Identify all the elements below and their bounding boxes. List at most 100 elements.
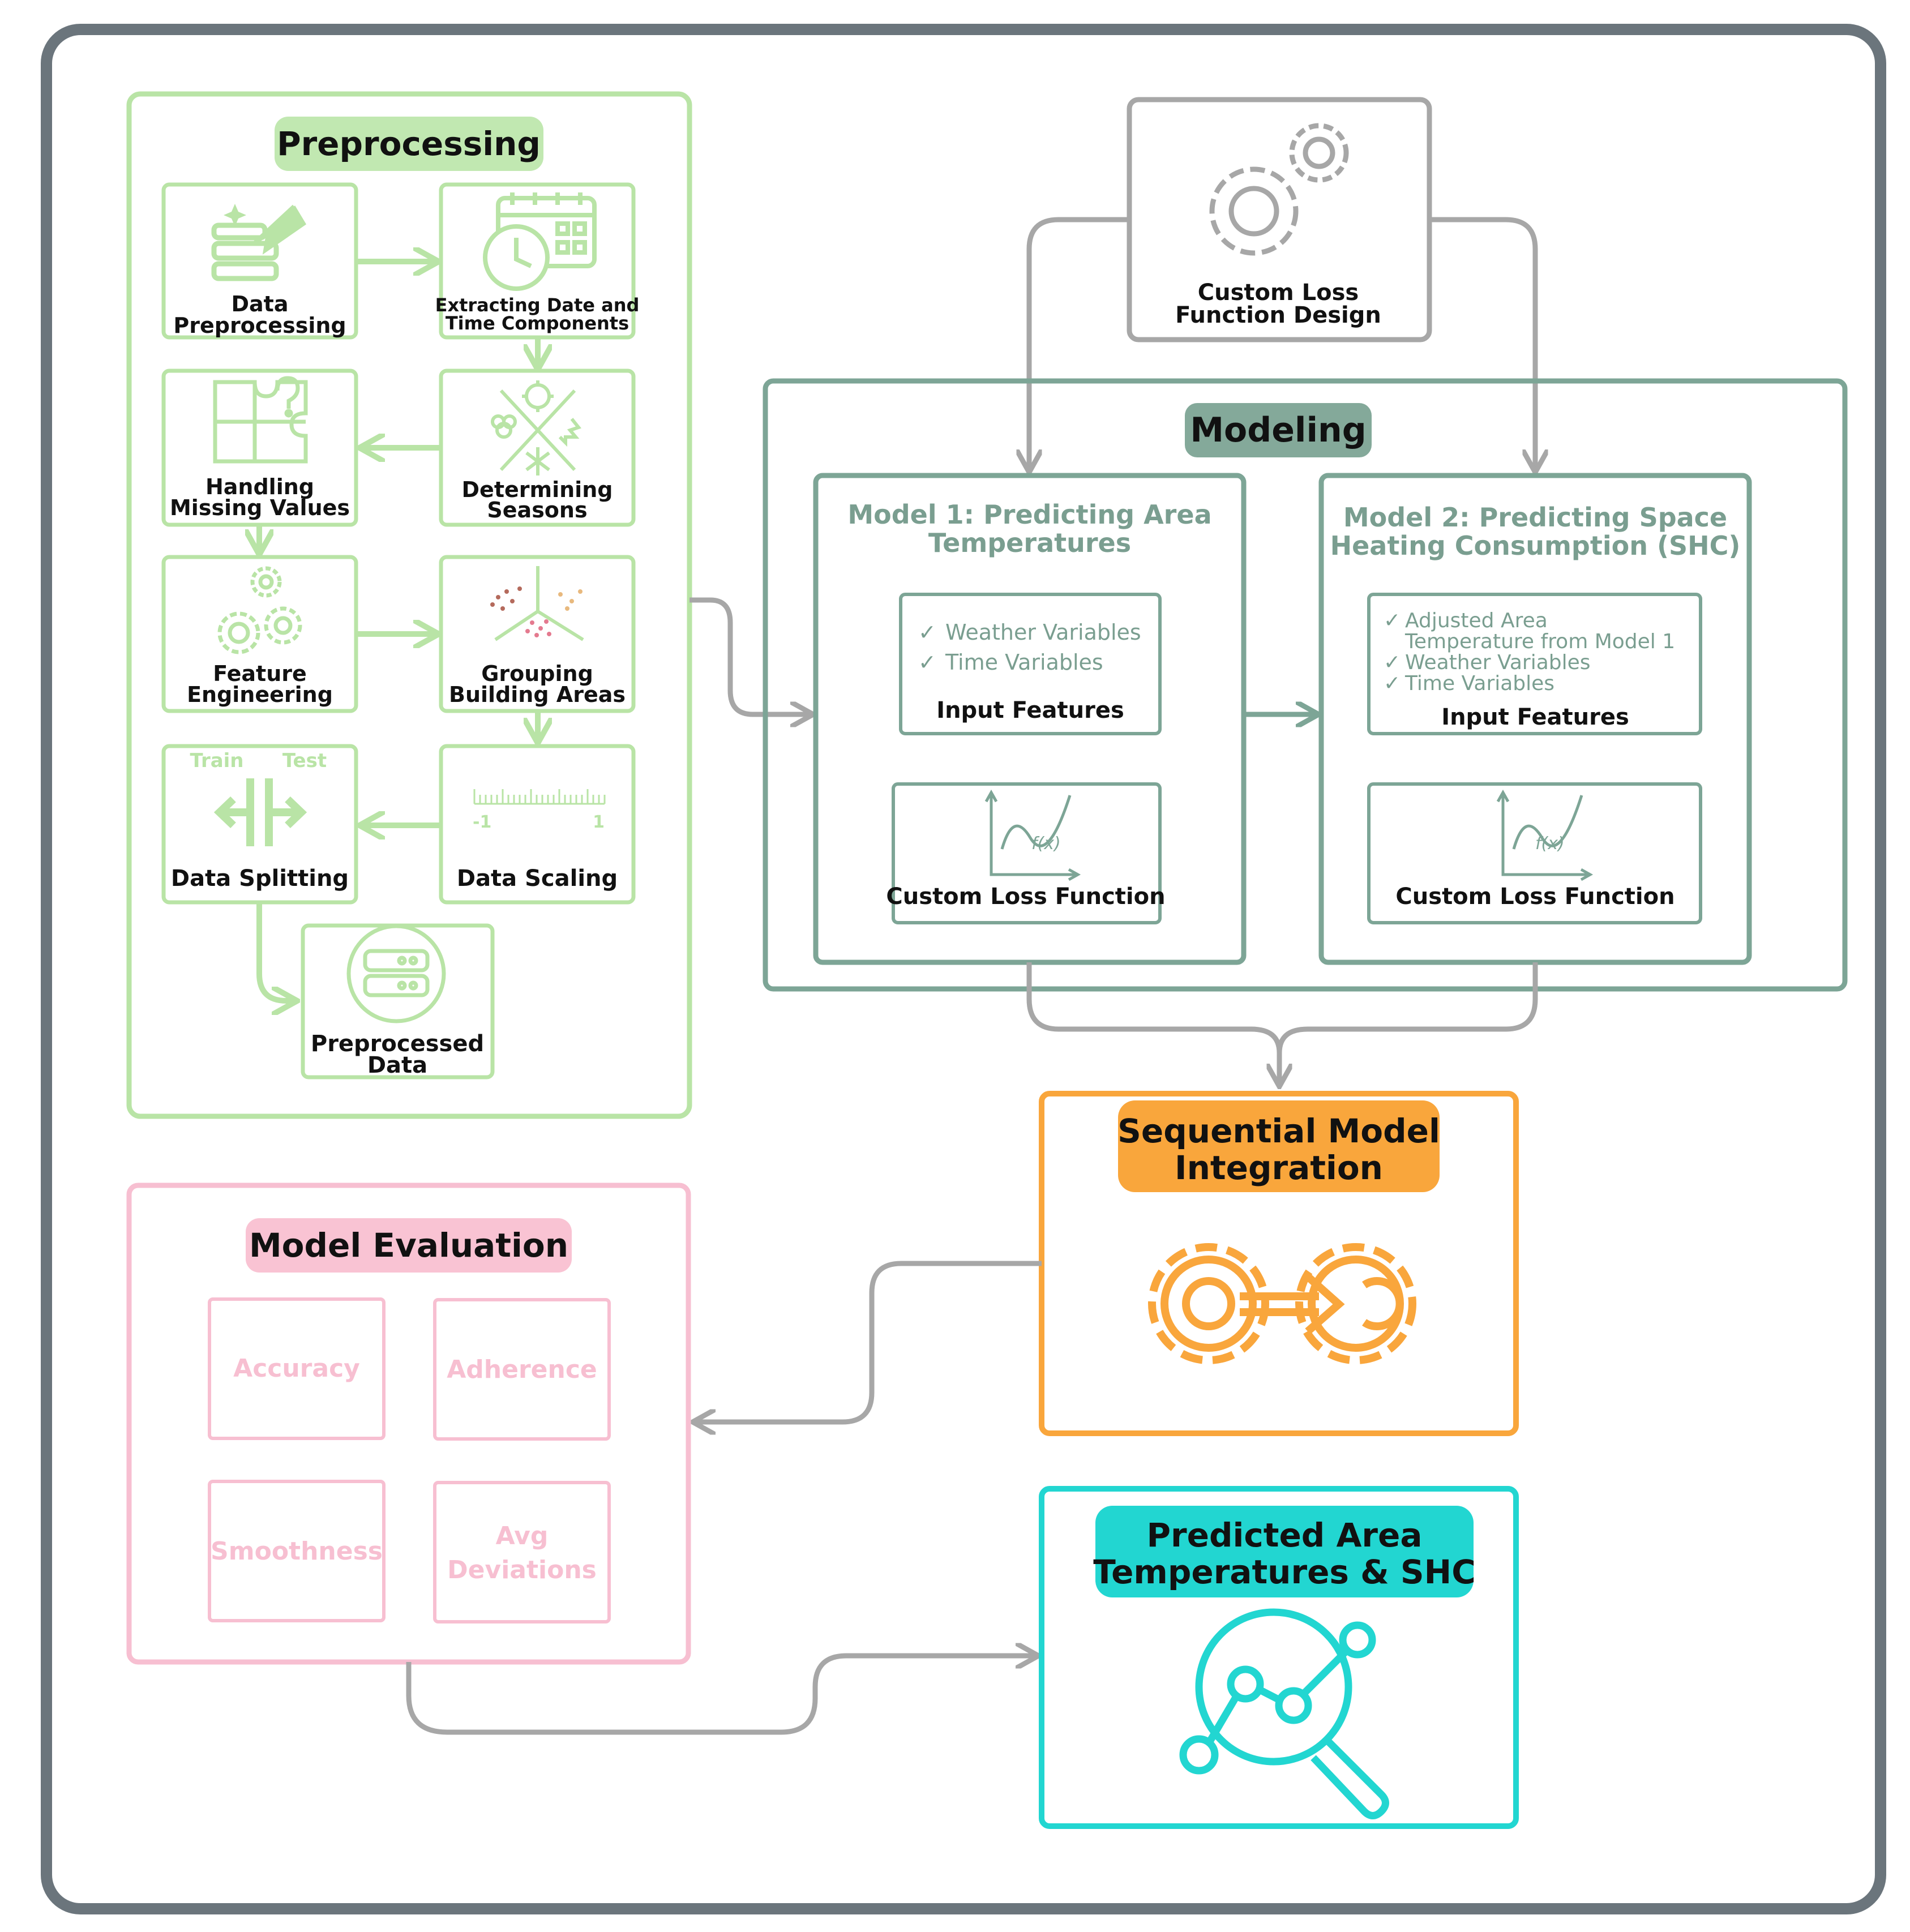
cleaning-brush-icon <box>211 204 307 281</box>
step-feature-line1: Feature <box>213 661 307 686</box>
metric-adherence-label: Adherence <box>447 1355 597 1384</box>
model1-feature-2: Time Variables <box>945 650 1103 675</box>
split-test-label: Test <box>282 749 327 772</box>
gears-icon <box>217 566 302 654</box>
step-preprocessed-line1: Preprocessed <box>311 1031 484 1057</box>
arrow-loss-design-to-model2 <box>1429 217 1535 470</box>
step-handling-missing-values: Handling Missing Values <box>161 369 358 527</box>
puzzle-icon <box>213 376 308 464</box>
evaluation-title: Model Evaluation <box>249 1226 568 1265</box>
step-data-preprocessing-line1: Data <box>232 292 289 316</box>
model-evaluation-panel: Model Evaluation Accuracy Adherence Smoo… <box>126 1183 691 1665</box>
arrow-model1-to-sequential <box>1026 962 1279 1084</box>
step-extracting-line1: Extracting Date and <box>435 294 640 316</box>
function-graph-icon <box>984 789 1081 881</box>
step-extracting-line2: Time Components <box>446 312 629 334</box>
model1-check-1: ✓ <box>918 620 936 645</box>
model1-loss-label: Custom Loss Function <box>886 884 1165 910</box>
preprocessing-title-pill <box>275 117 543 171</box>
sequential-title-line1: Sequential Model <box>1117 1112 1440 1150</box>
predicted-title-line1: Predicted Area <box>1147 1516 1423 1554</box>
step-determining-seasons: Determining Seasons <box>439 369 636 527</box>
outer-frame <box>41 24 1886 1914</box>
sequential-title-line2: Integration <box>1175 1149 1383 1187</box>
step-data-splitting: Train Test Data Splitting <box>161 744 358 905</box>
custom-loss-design-box: Custom Loss Function Design <box>1127 97 1432 342</box>
model2-check-1: ✓ <box>1384 609 1401 632</box>
model2-fx-label: f(x) <box>1535 834 1565 854</box>
step-handling-line2: Missing Values <box>170 495 350 520</box>
predicted-title-line2: Temperatures & SHC <box>1093 1553 1476 1591</box>
analytics-magnifier-icon <box>1179 1608 1389 1819</box>
model2-feature-4: Time Variables <box>1404 672 1554 695</box>
clustering-icon <box>490 566 584 641</box>
model2-input-features-box <box>1367 593 1702 735</box>
step-scaling-label: Data Scaling <box>457 866 618 892</box>
model2-box: Model 2: Predicting Space Heating Consum… <box>1318 473 1752 965</box>
split-train-label: Train <box>190 749 243 772</box>
scale-max-label: 1 <box>593 812 605 832</box>
metric-accuracy-label: Accuracy <box>233 1354 360 1383</box>
modeling-title-pill <box>1185 403 1372 457</box>
model2-input-label: Input Features <box>1441 704 1629 730</box>
model1-box: Model 1: Predicting Area Temperatures ✓ … <box>813 473 1247 965</box>
database-icon <box>346 924 446 1023</box>
modeling-title: Modeling <box>1190 410 1366 450</box>
settings-gears-icon <box>1209 123 1349 256</box>
model2-loss-label: Custom Loss Function <box>1395 884 1675 910</box>
metric-smoothness-label: Smoothness <box>211 1537 383 1566</box>
metric-accuracy: Accuracy <box>208 1297 386 1440</box>
function-graph-icon <box>1496 789 1594 881</box>
step-seasons-line1: Determining <box>462 477 613 502</box>
step-handling-line1: Handling <box>205 474 314 499</box>
model2-title-line2: Heating Consumption (SHC) <box>1330 530 1741 561</box>
split-arrows-icon <box>213 778 307 846</box>
model1-loss-box <box>892 782 1162 924</box>
custom-loss-design-line2: Function Design <box>1175 302 1381 328</box>
metric-avg-deviations: Avg Deviations <box>433 1481 611 1623</box>
predicted-title-pill <box>1095 1506 1474 1597</box>
model2-feature-2: Temperature from Model 1 <box>1404 630 1675 653</box>
step-grouping-building-areas: Grouping Building Areas <box>439 555 636 713</box>
model1-input-label: Input Features <box>936 697 1124 723</box>
model1-title-line1: Model 1: Predicting Area <box>847 499 1211 530</box>
step-seasons-line2: Seasons <box>487 498 587 522</box>
arrow-splitting-to-preprocessed <box>256 903 294 1001</box>
scale-min-label: -1 <box>473 812 491 832</box>
model1-title-line2: Temperatures <box>928 528 1131 558</box>
model2-loss-box <box>1367 782 1702 924</box>
step-grouping-line1: Grouping <box>481 661 593 686</box>
arrow-model2-to-sequential <box>1277 962 1538 1053</box>
model2-feature-3: Weather Variables <box>1405 651 1591 674</box>
custom-loss-design-line1: Custom Loss <box>1198 280 1359 306</box>
arrow-sequential-to-evaluation <box>695 1261 1042 1422</box>
step-feature-line2: Engineering <box>187 682 333 707</box>
arrow-loss-design-to-model1 <box>1029 217 1129 470</box>
evaluation-title-pill <box>246 1218 572 1273</box>
step-splitting-label: Data Splitting <box>171 866 349 892</box>
model2-title-line1: Model 2: Predicting Space <box>1343 502 1727 533</box>
sequential-title-pill <box>1118 1100 1440 1192</box>
step-data-scaling: -1 1 Data Scaling <box>439 744 636 905</box>
calendar-clock-icon <box>483 192 597 291</box>
gear-to-gear-icon <box>1148 1243 1416 1364</box>
predicted-output-box: Predicted Area Temperatures & SHC <box>1039 1486 1519 1829</box>
preprocessing-title: Preprocessing <box>277 125 541 163</box>
step-grouping-line2: Building Areas <box>449 682 626 707</box>
model2-check-3: ✓ <box>1384 651 1401 674</box>
metric-avg-deviations-line2: Deviations <box>447 1556 597 1584</box>
arrow-evaluation-to-predicted <box>406 1656 1036 1735</box>
step-preprocessed-line2: Data <box>367 1052 427 1078</box>
model2-feature-1: Adjusted Area <box>1405 609 1548 632</box>
step-extracting-date-time: Extracting Date and Time Components <box>435 182 640 340</box>
metric-adherence: Adherence <box>433 1298 611 1441</box>
step-data-preprocessing: Data Preprocessing <box>161 182 358 340</box>
step-preprocessed-data: Preprocessed Data <box>301 923 495 1079</box>
metric-smoothness: Smoothness <box>208 1480 386 1622</box>
model1-check-2: ✓ <box>918 650 936 675</box>
preprocessing-panel: Preprocessing Data Preprocessing <box>126 91 692 1119</box>
modeling-panel: Modeling Model 1: Predicting Area Temper… <box>763 378 1848 992</box>
seasons-icon <box>491 380 582 475</box>
